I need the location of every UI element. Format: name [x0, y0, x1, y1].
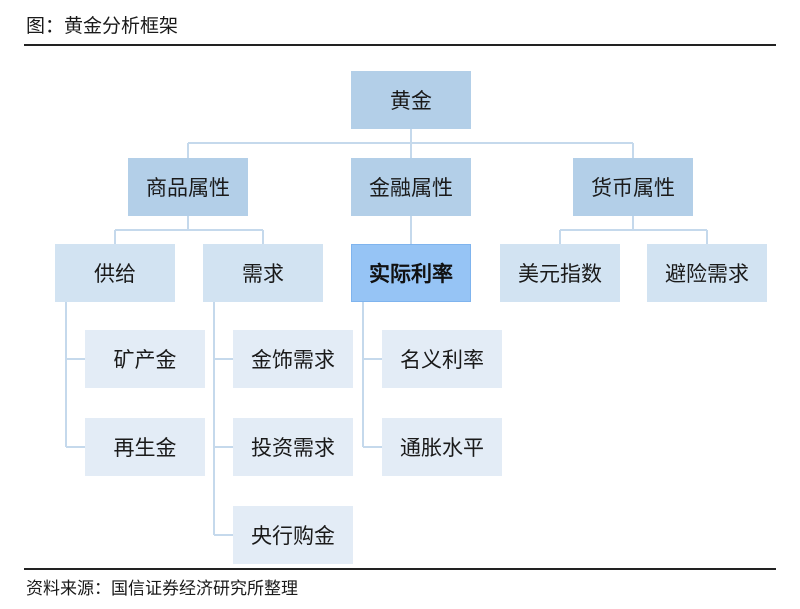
node-inflation-level: 通胀水平 — [382, 418, 502, 476]
node-supply: 供给 — [55, 244, 175, 302]
bottom-rule — [24, 568, 776, 570]
node-demand: 需求 — [203, 244, 323, 302]
node-recycled-gold: 再生金 — [85, 418, 205, 476]
node-gold: 黄金 — [351, 71, 471, 129]
node-financial-attribute: 金融属性 — [351, 158, 471, 216]
top-rule — [24, 44, 776, 46]
node-jewelry-demand: 金饰需求 — [233, 330, 353, 388]
node-nominal-interest-rate: 名义利率 — [382, 330, 502, 388]
node-investment-demand: 投资需求 — [233, 418, 353, 476]
node-currency-attribute: 货币属性 — [573, 158, 693, 216]
node-safe-haven-demand: 避险需求 — [647, 244, 767, 302]
node-central-bank-purchases: 央行购金 — [233, 506, 353, 564]
node-commodity-attribute: 商品属性 — [128, 158, 248, 216]
node-usd-index: 美元指数 — [500, 244, 620, 302]
source-note: 资料来源：国信证券经济研究所整理 — [26, 579, 298, 599]
node-mine-gold: 矿产金 — [85, 330, 205, 388]
node-real-interest-rate: 实际利率 — [351, 244, 471, 302]
figure-caption: 图：黄金分析框架 — [26, 15, 179, 37]
